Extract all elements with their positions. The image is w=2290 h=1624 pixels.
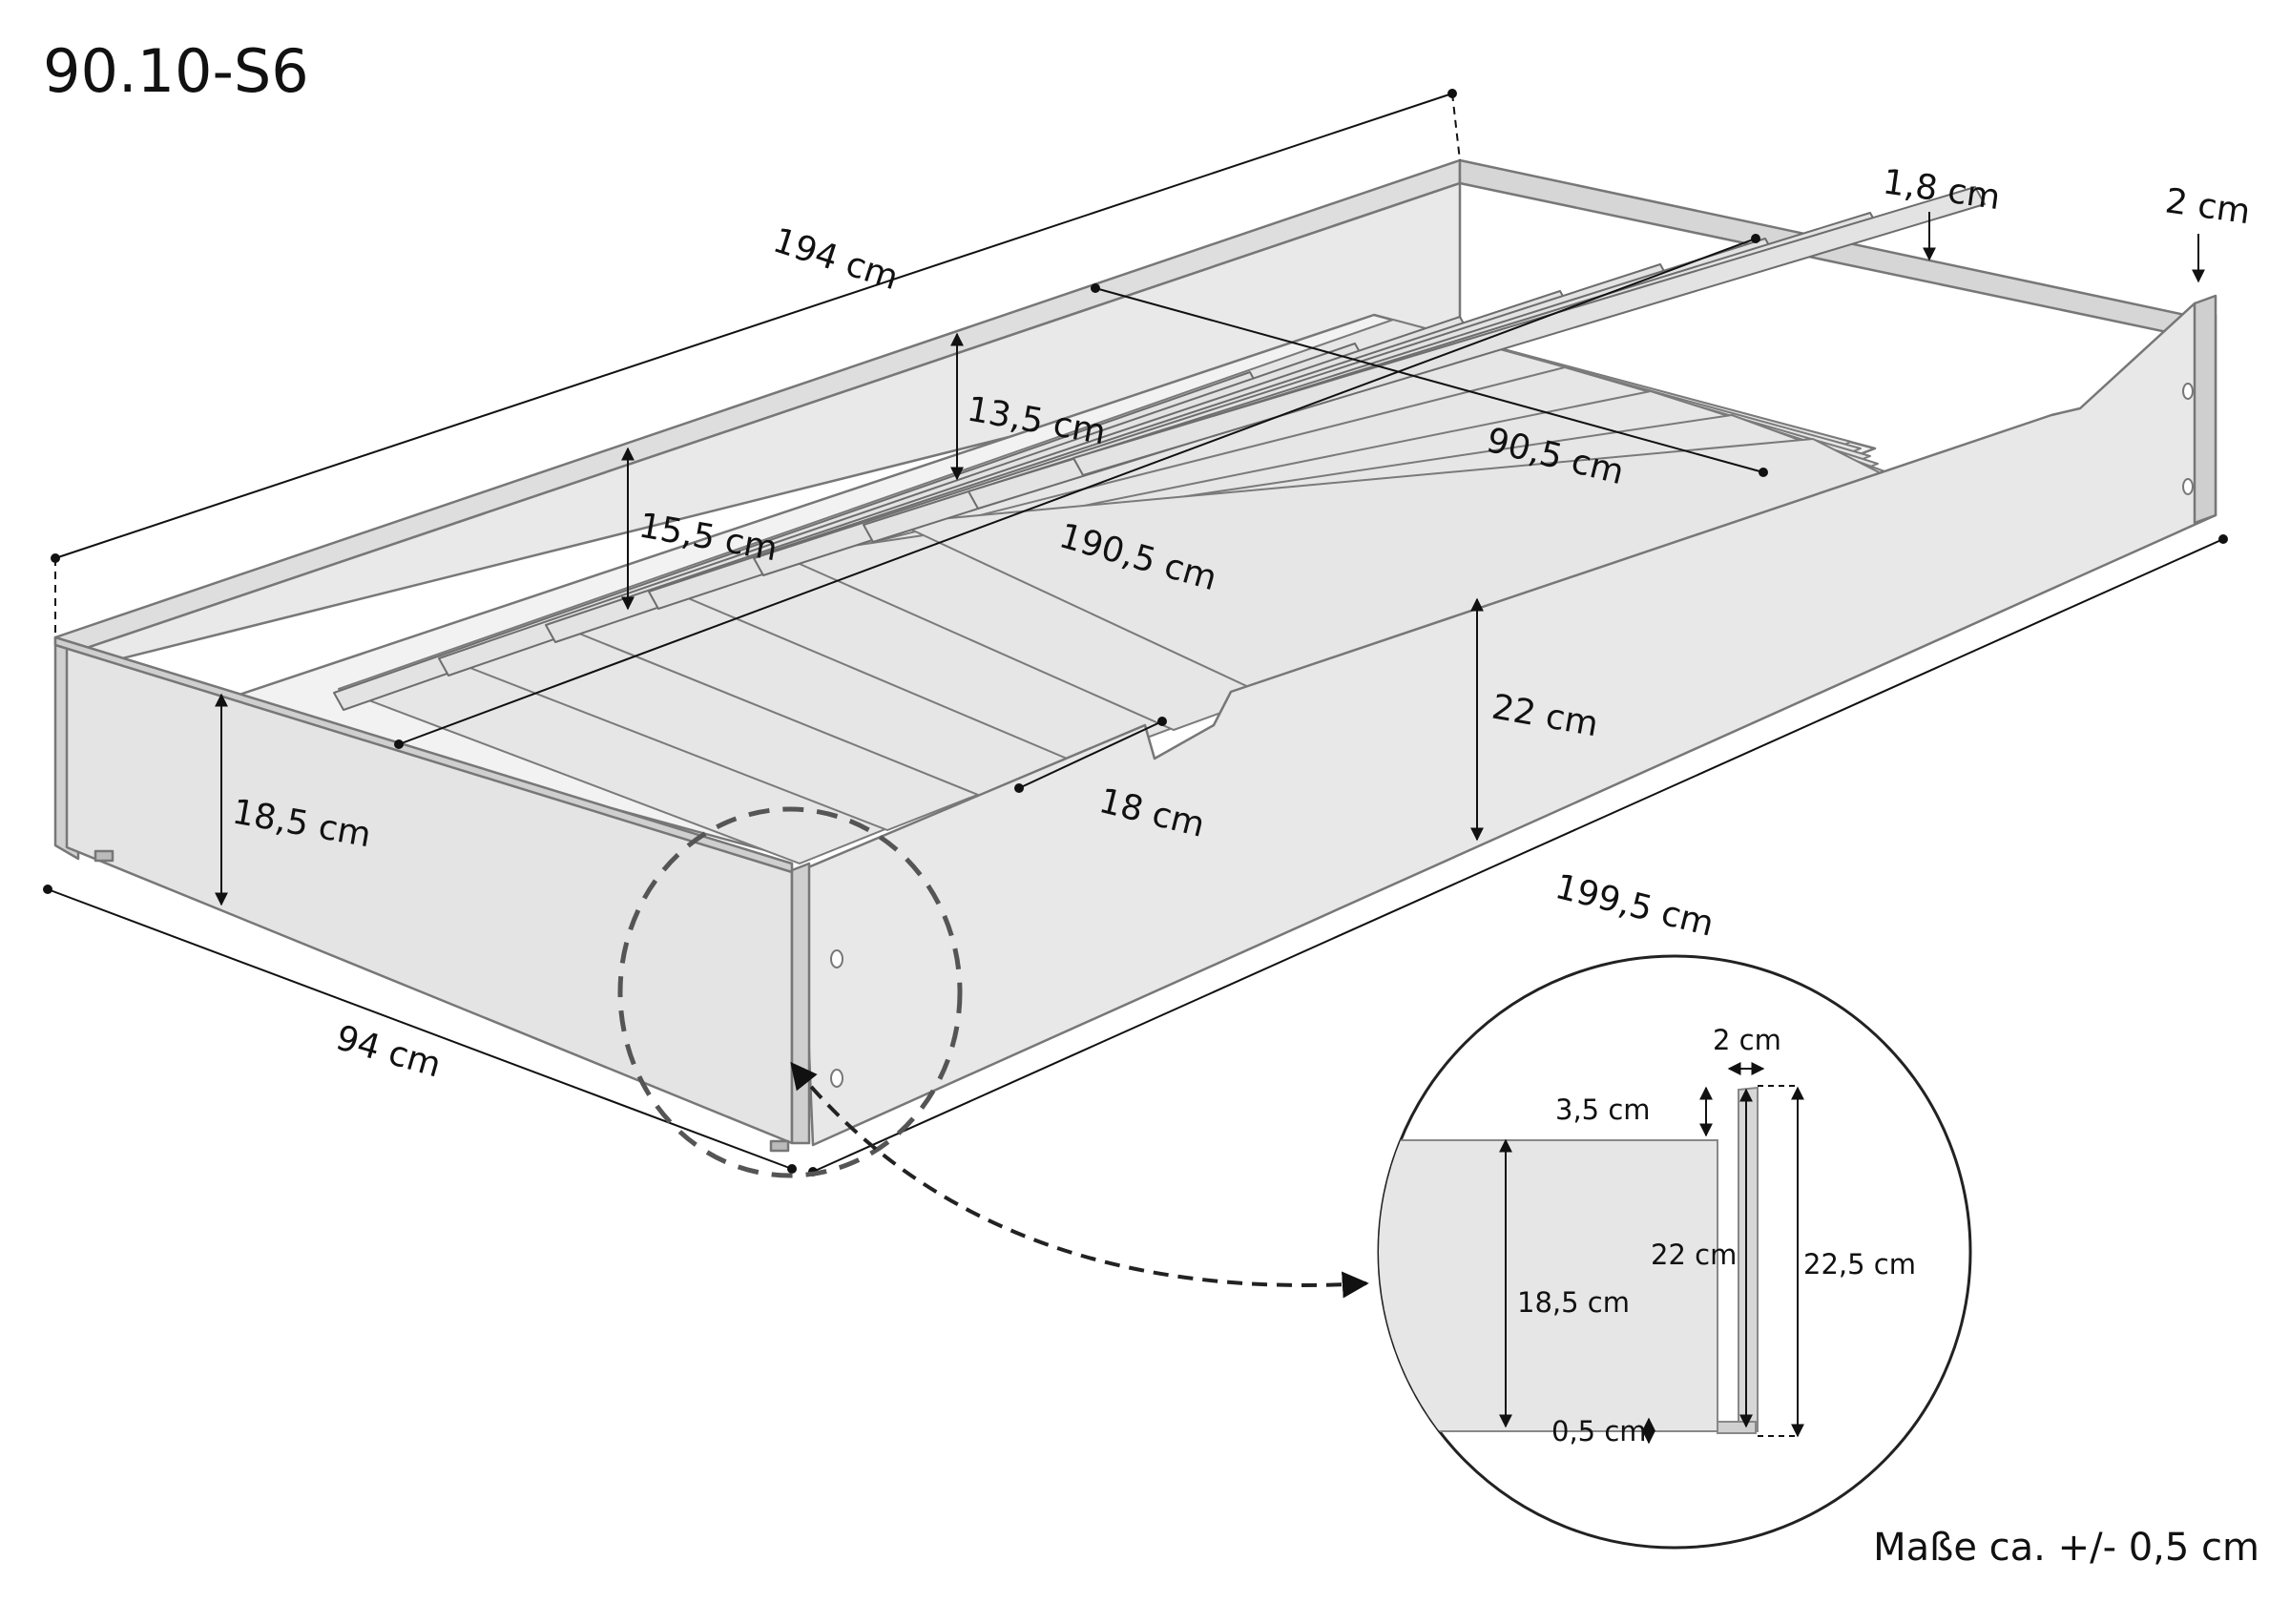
callout-circle [617,806,963,1178]
bolt-hole [830,949,843,968]
detail-label-front: 18,5 cm [1517,1286,1630,1319]
label-bottom-length: 199,5 cm [1551,867,1718,945]
drawer [53,158,2217,1153]
right-end-face [2193,294,2217,525]
detail-label-top: 3,5 cm [1555,1093,1651,1126]
detail-label-total: 22,5 cm [1803,1248,1916,1280]
detail-view: 2 cm 3,5 cm 18,5 cm 22 cm 22,5 cm 0,5 cm [1377,954,1972,1550]
detail-callout [617,806,1369,1299]
bolt-hole [2182,383,2194,400]
detail-label-thickness: 2 cm [1713,1024,1781,1056]
bolt-hole [2182,478,2194,495]
detail-side-panel [1738,1086,1759,1432]
foot [769,1139,790,1153]
dim-ext-right [1451,93,1461,161]
dim-handle [1014,717,1167,793]
label-width: 94 cm [332,1018,446,1085]
detail-bottom-strip [1717,1421,1757,1434]
detail-label-gap: 0,5 cm [1551,1415,1647,1447]
label-total-length: 194 cm [768,221,903,299]
foot [94,849,114,863]
detail-label-side: 22 cm [1651,1239,1737,1271]
label-end-thickness: 2 cm [2163,181,2253,232]
dim-frame-length [394,234,1760,749]
bolt-hole [830,1069,843,1088]
callout-arrow [790,1061,1369,1299]
product-code: 90.10-S6 [43,36,309,106]
tolerance-note: Maße ca. +/- 0,5 cm [1873,1526,2259,1570]
end-edge [790,862,811,1145]
